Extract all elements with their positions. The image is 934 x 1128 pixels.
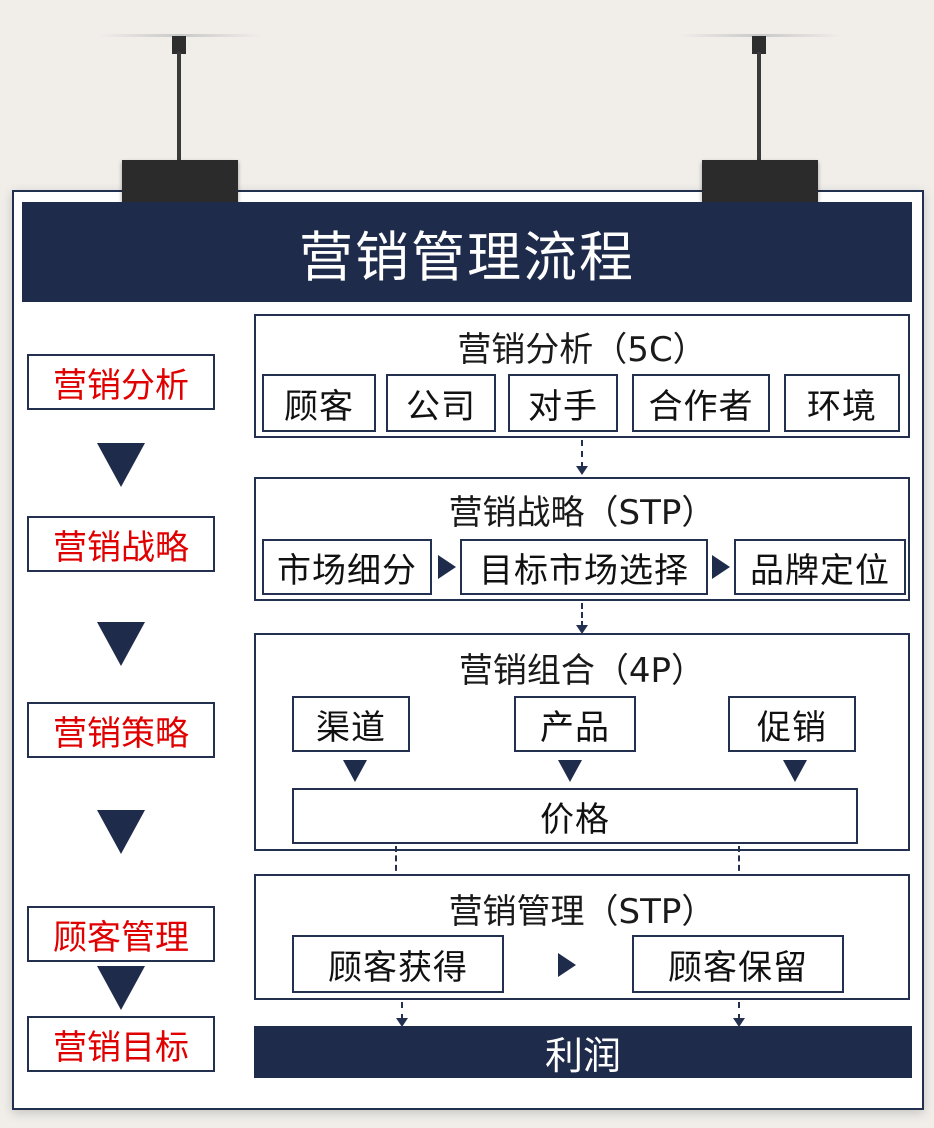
connector-line bbox=[401, 1002, 403, 1020]
connector-line bbox=[581, 603, 583, 627]
analysis-item-partner: 合作者 bbox=[632, 374, 770, 432]
down-arrow-icon bbox=[97, 966, 145, 1010]
right-arrow-icon bbox=[712, 555, 730, 579]
analysis-item-company: 公司 bbox=[386, 374, 496, 432]
strategy-item-segmentation: 市场细分 bbox=[262, 539, 432, 595]
mix-item-price: 价格 bbox=[292, 788, 858, 844]
management-item-retention: 顾客保留 bbox=[632, 935, 844, 993]
panel-analysis-title: 营销分析（5C） bbox=[457, 330, 707, 370]
rod-mount-left bbox=[98, 34, 262, 37]
down-arrow-icon bbox=[97, 622, 145, 666]
connector-arrowhead bbox=[396, 1018, 408, 1027]
down-arrow-icon bbox=[97, 443, 145, 487]
step-marketing-goal: 营销目标 bbox=[27, 1016, 215, 1072]
analysis-item-competitor: 对手 bbox=[508, 374, 618, 432]
page-title: 营销管理流程 bbox=[22, 202, 912, 302]
mix-item-promotion: 促销 bbox=[728, 696, 856, 752]
strategy-item-positioning: 品牌定位 bbox=[734, 539, 906, 595]
panel-management-title: 营销管理（STP） bbox=[448, 892, 716, 932]
connector-line bbox=[581, 440, 583, 468]
connector-arrowhead bbox=[576, 466, 588, 475]
analysis-item-customer: 顾客 bbox=[262, 374, 376, 432]
step-marketing-tactics: 营销策略 bbox=[27, 702, 215, 758]
connector-line bbox=[738, 1002, 740, 1020]
step-marketing-strategy: 营销战略 bbox=[27, 516, 215, 572]
mix-item-channel: 渠道 bbox=[292, 696, 410, 752]
mix-item-product: 产品 bbox=[514, 696, 636, 752]
management-item-acquisition: 顾客获得 bbox=[292, 935, 504, 993]
result-profit: 利润 bbox=[254, 1026, 912, 1078]
connector-arrowhead bbox=[576, 625, 588, 634]
hanging-rod-left bbox=[177, 52, 181, 164]
down-arrow-icon bbox=[783, 760, 807, 782]
hanging-rod-right bbox=[757, 52, 761, 164]
rod-cap-left bbox=[172, 36, 186, 54]
connector-arrowhead bbox=[733, 1018, 745, 1027]
step-customer-management: 顾客管理 bbox=[27, 906, 215, 962]
down-arrow-icon bbox=[558, 760, 582, 782]
analysis-item-environment: 环境 bbox=[784, 374, 900, 432]
right-arrow-icon bbox=[438, 555, 456, 579]
strategy-item-targeting: 目标市场选择 bbox=[460, 539, 708, 595]
step-marketing-analysis: 营销分析 bbox=[27, 354, 215, 410]
rod-mount-right bbox=[678, 34, 842, 37]
down-arrow-icon bbox=[97, 810, 145, 854]
panel-strategy-title: 营销战略（STP） bbox=[448, 493, 716, 533]
panel-mix-title: 营销组合（4P） bbox=[458, 651, 706, 691]
rod-cap-right bbox=[752, 36, 766, 54]
right-arrow-icon bbox=[558, 953, 576, 977]
down-arrow-icon bbox=[343, 760, 367, 782]
